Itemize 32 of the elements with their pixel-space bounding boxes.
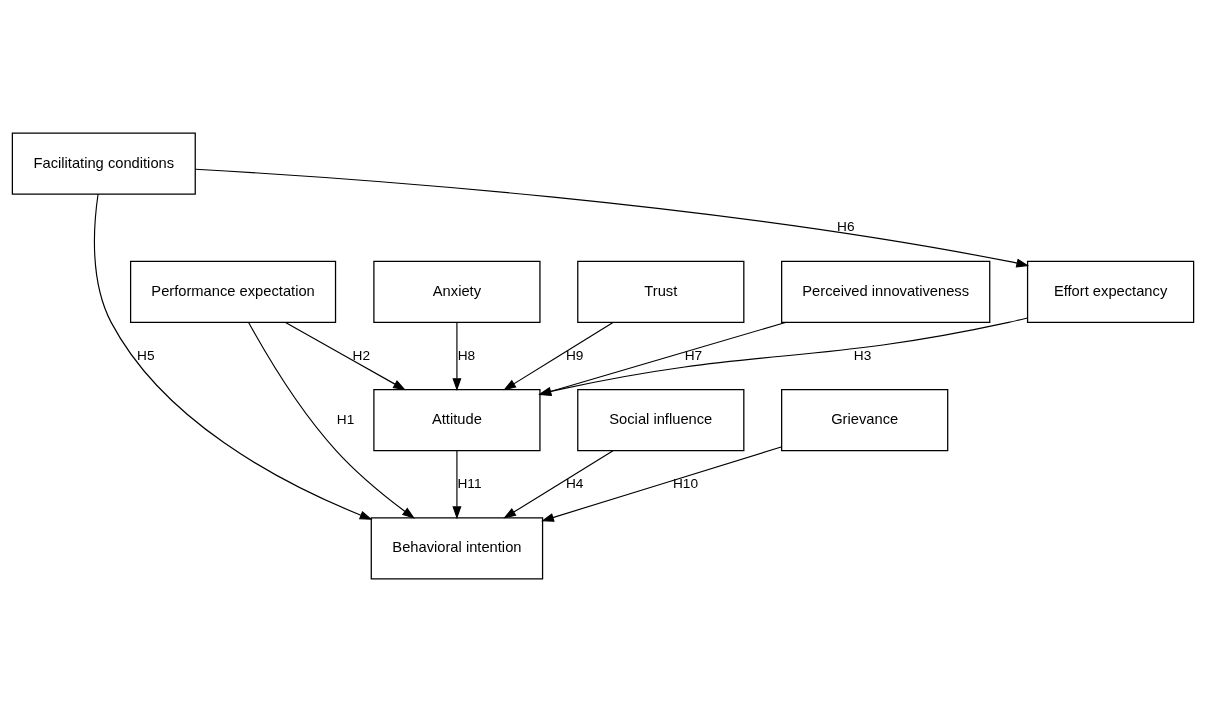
edge-label: H7 (684, 347, 703, 363)
node-box: Performance expectation (130, 260, 337, 323)
arrow (93, 193, 373, 520)
node-box: Facilitating conditions (11, 132, 196, 195)
edge-label: H6 (837, 218, 855, 234)
edge-label: H1 (336, 411, 355, 427)
edge-label: H11 (457, 475, 482, 491)
arrow (538, 316, 1028, 396)
node-box: Grievance (781, 388, 949, 451)
arrow (503, 449, 614, 519)
edge-label: H2 (352, 347, 371, 363)
edge-label: H4 (565, 475, 584, 491)
arrow (541, 445, 782, 522)
edge-label: H9 (565, 347, 584, 363)
node-box: Anxiety (373, 260, 541, 323)
edge-label: H10 (672, 475, 699, 491)
edge-label: H5 (137, 347, 155, 363)
edge-label: H8 (457, 347, 476, 363)
arrow (248, 321, 415, 519)
node-box: Attitude (373, 388, 541, 451)
node-box: Social influence (577, 388, 745, 451)
arrow (503, 321, 614, 390)
node-box: Perceived innovativeness (781, 260, 991, 323)
node-box: Behavioral intention (370, 516, 544, 579)
node-box: Trust (577, 260, 745, 323)
arrow (538, 321, 787, 396)
arrow (452, 449, 462, 519)
edge-label: H3 (853, 347, 872, 363)
arrow (452, 321, 462, 391)
arrow (285, 321, 406, 390)
arrow (194, 168, 1030, 267)
node-box: Effort expectancy (1026, 260, 1195, 323)
